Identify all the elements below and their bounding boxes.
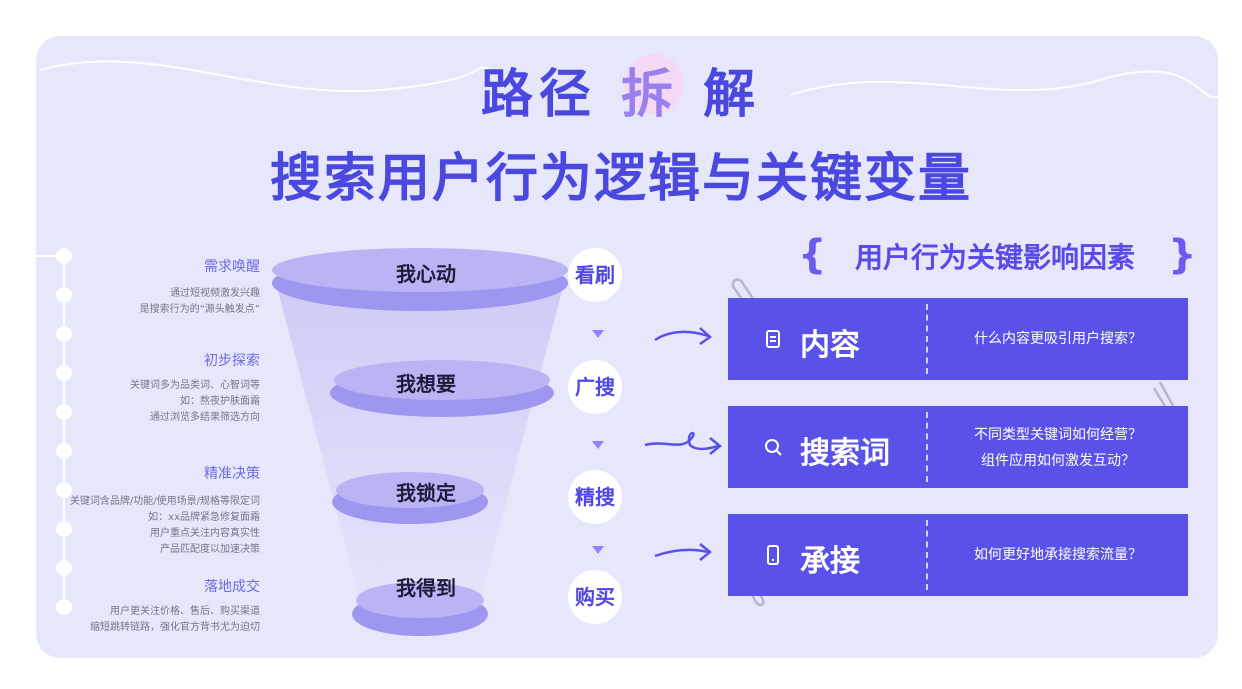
stage-title: 精准决策 <box>204 466 260 482</box>
ticket-body <box>728 298 1188 380</box>
stage-desc: 通过短视频激发兴趣 是搜索行为的“源头触发点” <box>90 286 260 318</box>
funnel-layer-label: 我想要 <box>396 372 456 396</box>
stage-desc-line: 通过浏览多结果筛选方向 <box>150 412 260 423</box>
ring-dot <box>56 443 72 459</box>
stage-title: 需求唤醒 <box>204 259 260 275</box>
stage-desc-line: 用户更关注价格、售后、购买渠道 <box>110 606 260 617</box>
funnel-body <box>275 280 565 600</box>
funnel-layer-1-top <box>272 248 568 292</box>
ring-dot <box>56 482 72 498</box>
document-icon <box>766 330 780 348</box>
ticket-divider <box>926 520 928 590</box>
stage-desc: 用户更关注价格、售后、购买渠道 缩短跳转链路，强化官方背书尤为迫切 <box>60 604 260 636</box>
action-circle: 精搜 <box>568 470 622 524</box>
factor-ticket-content: 内容 什么内容更吸引用户搜索？ <box>728 298 1188 380</box>
stage-desc-line: 用户重点关注内容真实性 <box>150 528 260 539</box>
ticket-body <box>728 514 1188 596</box>
action-circle: 购买 <box>568 570 622 624</box>
factor-question: 组件应用如何激发互动？ <box>981 453 1135 469</box>
title-accent: 拆 <box>620 65 679 125</box>
funnel-layer-label: 我心动 <box>396 262 456 286</box>
stage-desc: 关键词含品牌/功能/使用场景/规格等限定词 如：xx品牌紧急修复面霜 用户重点关… <box>40 494 260 558</box>
title-line-2: 搜索用户行为逻辑与关键变量 <box>269 149 972 209</box>
factors-heading: 用户行为关键影响因素 <box>854 241 1135 274</box>
phone-icon <box>767 545 779 565</box>
ticket-divider <box>926 412 928 482</box>
factor-question: 什么内容更吸引用户搜索？ <box>974 331 1142 347</box>
action-circle: 看刷 <box>568 248 622 302</box>
factor-ticket-search: 搜索词 不同类型关键词如何经营？ 组件应用如何激发互动？ <box>728 406 1188 488</box>
ring-dot <box>56 560 72 576</box>
stage-desc-line: 如：熬夜护肤面霜 <box>180 396 260 407</box>
stage-desc-line: 关键词含品牌/功能/使用场景/规格等限定词 <box>69 496 260 507</box>
stage-desc-line: 是搜索行为的“源头触发点” <box>139 304 260 315</box>
factor-question: 如何更好地承接搜索流量？ <box>974 547 1142 563</box>
ticket-divider <box>926 304 928 374</box>
stage-desc-line: 如：xx品牌紧急修复面霜 <box>148 512 260 523</box>
factor-label: 搜索词 <box>800 436 890 471</box>
down-triangle-icon <box>592 441 604 449</box>
ticket-body <box>728 406 1188 488</box>
factor-label: 承接 <box>800 544 860 579</box>
ring-dot <box>56 326 72 342</box>
ring-dot <box>56 404 72 420</box>
factor-question: 不同类型关键词如何经营？ <box>974 427 1142 443</box>
stage-desc: 关键词多为品类词、心智词等 如：熬夜护肤面霜 通过浏览多结果筛选方向 <box>90 378 260 426</box>
title-suffix: 解 <box>703 65 762 125</box>
funnel-layer-label: 我得到 <box>396 576 456 600</box>
funnel-layer-label: 我锁定 <box>396 481 456 505</box>
stage-title: 初步探索 <box>204 353 260 369</box>
down-triangle-icon <box>592 546 604 554</box>
stage-desc-line: 产品匹配度以加速决策 <box>160 544 260 555</box>
factor-ticket-handoff: 承接 如何更好地承接搜索流量？ <box>728 514 1188 596</box>
stage-desc-line: 关键词多为品类词、心智词等 <box>130 380 260 391</box>
right-bracket-icon: } <box>1168 232 1197 278</box>
down-triangle-icon <box>592 330 604 338</box>
ring-dot <box>56 365 72 381</box>
left-bracket-icon: { <box>798 232 827 278</box>
stage-desc-line: 通过短视频激发兴趣 <box>170 288 260 299</box>
title-line-1: 路径 拆 解 <box>0 52 1242 127</box>
ring-dot <box>56 287 72 303</box>
ring-dot <box>56 521 72 537</box>
stage-desc-line: 缩短跳转链路，强化官方背书尤为迫切 <box>90 622 260 633</box>
action-circle: 广搜 <box>568 360 622 414</box>
title-prefix: 路径 <box>480 65 597 125</box>
funnel-layer-2-top <box>334 360 550 400</box>
ring-dot <box>56 248 72 264</box>
funnel-layer-4-top <box>356 582 484 618</box>
stage-title: 落地成交 <box>204 579 260 595</box>
factor-label: 内容 <box>800 328 860 363</box>
funnel-layer-3-top <box>336 472 484 508</box>
search-icon <box>765 439 782 456</box>
ring-dot <box>56 599 72 615</box>
